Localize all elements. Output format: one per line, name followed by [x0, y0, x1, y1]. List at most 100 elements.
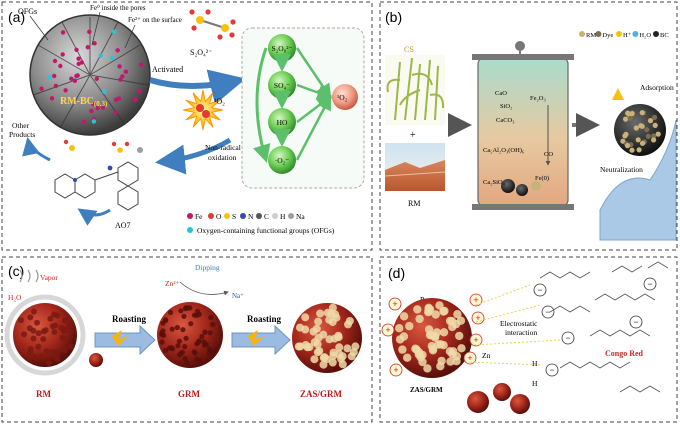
texture-dot [208, 315, 214, 321]
texture-dot [180, 327, 186, 333]
negative-charge [629, 315, 643, 329]
texture-dot [453, 310, 462, 319]
texture-dot [435, 301, 444, 310]
panel-d-label: (d) [388, 265, 405, 281]
texture-dot [68, 322, 75, 329]
negative-charge-sign: − [633, 317, 638, 327]
negative-charge [533, 283, 547, 297]
texture-dot [178, 308, 184, 314]
persulfate-label: S₂O₄²⁻ [190, 48, 212, 57]
reactor-item-label: CO [544, 151, 553, 158]
legend-element-label: Fe [195, 212, 203, 221]
texture-dot [428, 346, 438, 355]
positive-charge [388, 297, 402, 311]
reactor-item-label: Fe₂O₃ [530, 95, 546, 102]
fe-dot [69, 76, 74, 81]
flame-1 [112, 330, 128, 346]
legend-element-dot [240, 213, 246, 219]
texture-dot [343, 344, 352, 353]
fe-dot [91, 102, 96, 107]
fe-dot [100, 105, 106, 110]
negative-charge-sign: − [545, 307, 550, 317]
product-dot [644, 127, 650, 133]
texture-dot [437, 356, 446, 366]
texture-dot [40, 336, 47, 343]
interaction-lines [469, 284, 561, 366]
negative-charge-sign: − [565, 333, 570, 343]
radical-ball [268, 146, 296, 174]
fe-dot [138, 62, 144, 67]
texture-dot [423, 364, 432, 373]
texture-dot [42, 327, 49, 334]
texture-dot [405, 321, 414, 331]
products-arrow [22, 137, 51, 162]
interaction-label: interaction [505, 328, 537, 337]
texture-dot [35, 343, 42, 350]
positive-charge [381, 323, 395, 337]
fe-dot [53, 83, 59, 89]
texture-dot [303, 343, 312, 352]
legend-element-label: Na [296, 212, 305, 221]
texture-dot [398, 345, 407, 354]
flame-2 [248, 330, 264, 346]
zas-grm-d-caption: ZAS/GRM [410, 386, 443, 394]
ofgs-legend-label: Oxygen-containing functional groups (OFG… [197, 226, 335, 235]
texture-dot [330, 334, 339, 343]
texture-dot [414, 348, 424, 357]
corn-stalks [385, 55, 445, 125]
fe-dot [89, 108, 94, 114]
texture-dot [351, 342, 360, 351]
activated-label: Activated [152, 65, 183, 74]
fe-dot [81, 119, 87, 125]
negative-charge-sign: − [647, 279, 652, 289]
legend-element-label: H [280, 212, 286, 221]
product-dot [652, 114, 658, 120]
reactor-item-label: Fe(0) [535, 175, 549, 182]
product-dot [629, 147, 635, 153]
texture-dot [49, 349, 56, 356]
product-dot [655, 131, 661, 137]
fe-dot [52, 58, 58, 64]
product-dot [636, 147, 642, 153]
texture-dot [181, 313, 187, 319]
texture-dot [175, 343, 181, 349]
texture-dot [167, 309, 174, 316]
dipping-label: Dipping [195, 263, 220, 272]
legend-b-dot [653, 31, 659, 37]
texture-dot [347, 352, 356, 361]
singlet-oxygen-ball [332, 84, 358, 110]
persulfate-molecule [189, 9, 236, 40]
texture-dot [160, 320, 166, 326]
texture-dot [446, 357, 455, 366]
congo-red-label: Congo Red [605, 349, 644, 358]
fe-dot [60, 52, 65, 57]
positive-charge-sign: + [467, 353, 472, 363]
texture-dot [399, 312, 409, 321]
texture-dot [176, 338, 182, 344]
reactor-item-label: Ca₂SiO₄ [483, 179, 506, 186]
texture-dot [35, 330, 42, 337]
legend-b-label: Dye [602, 32, 613, 39]
fe-dot [47, 75, 52, 80]
texture-dot [202, 329, 208, 335]
product-dot [635, 137, 641, 143]
pyrolysis-reactor: CaOSiO₂Fe₂O₃CaCO₃Ca₅Al₂O₃(OH)₆COCa₂SiO₄F… [472, 41, 574, 210]
catalyst-label: RM-BC(0.3) [60, 96, 108, 108]
texture-dot [26, 325, 33, 332]
texture-dot [159, 339, 165, 345]
texture-dot [301, 313, 310, 322]
fe0-label: Fe⁰ inside the pores [90, 4, 146, 12]
fe-dot [95, 105, 100, 111]
product-dot [639, 123, 645, 129]
product-dot [639, 110, 645, 116]
texture-dot [310, 338, 319, 347]
texture-dot [331, 310, 340, 319]
texture-dot [169, 326, 175, 332]
fe-dot [116, 96, 122, 101]
texture-dot [27, 349, 33, 356]
negative-charge [643, 277, 657, 291]
positive-charge-sign: + [385, 325, 390, 335]
roasting-arrow-2 [231, 324, 291, 356]
texture-dot [301, 325, 310, 334]
